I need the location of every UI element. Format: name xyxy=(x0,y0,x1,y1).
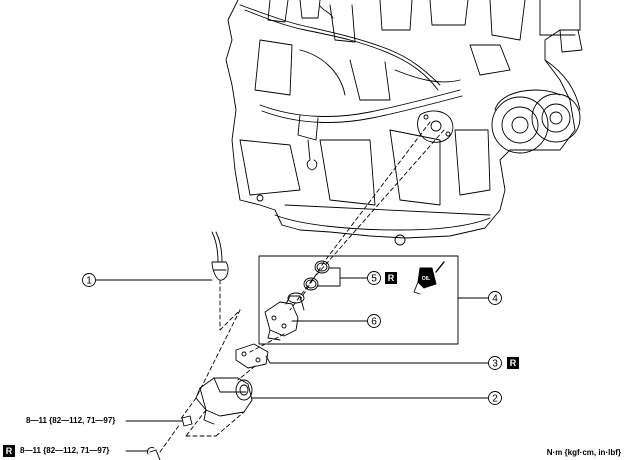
callout-6: 6 xyxy=(367,314,381,328)
torque-spec-bolt-1: 8—11 {82—112, 71—97} xyxy=(26,416,116,425)
torque-spec-bolt-2: 8—11 {82—112, 71—97} xyxy=(20,446,110,455)
engine-block xyxy=(225,0,583,246)
svg-text:6: 6 xyxy=(371,317,377,328)
svg-text:2: 2 xyxy=(492,394,498,405)
svg-text:4: 4 xyxy=(492,294,498,305)
replace-badge-gasket: R xyxy=(507,357,519,369)
oil-pipe xyxy=(211,231,229,281)
leader-lines xyxy=(95,267,489,452)
gasket xyxy=(235,343,269,369)
replace-badge-bolt: R xyxy=(3,445,15,457)
svg-text:5: 5 xyxy=(371,274,377,285)
oil-can-icon: OIL xyxy=(413,261,445,295)
oil-control-valve xyxy=(264,292,305,341)
callout-5: 5 xyxy=(367,271,381,285)
solenoid-body xyxy=(195,377,253,425)
callout-2: 2 xyxy=(488,391,502,405)
callout-3: 3 xyxy=(488,356,502,370)
callout-4: 4 xyxy=(488,291,502,305)
svg-text:3: 3 xyxy=(492,359,498,370)
svg-text:OIL: OIL xyxy=(422,276,430,282)
o-rings xyxy=(303,260,330,291)
svg-text:1: 1 xyxy=(86,276,92,287)
bolts xyxy=(147,415,193,460)
torque-units-note: N·m {kgf·cm, in·lbf} xyxy=(546,448,621,457)
callout-1: 1 xyxy=(82,273,96,287)
oil-control-valve-assembly-frame xyxy=(258,255,459,345)
alignment-lines xyxy=(159,121,445,453)
replace-badge-o-rings: R xyxy=(385,272,397,284)
